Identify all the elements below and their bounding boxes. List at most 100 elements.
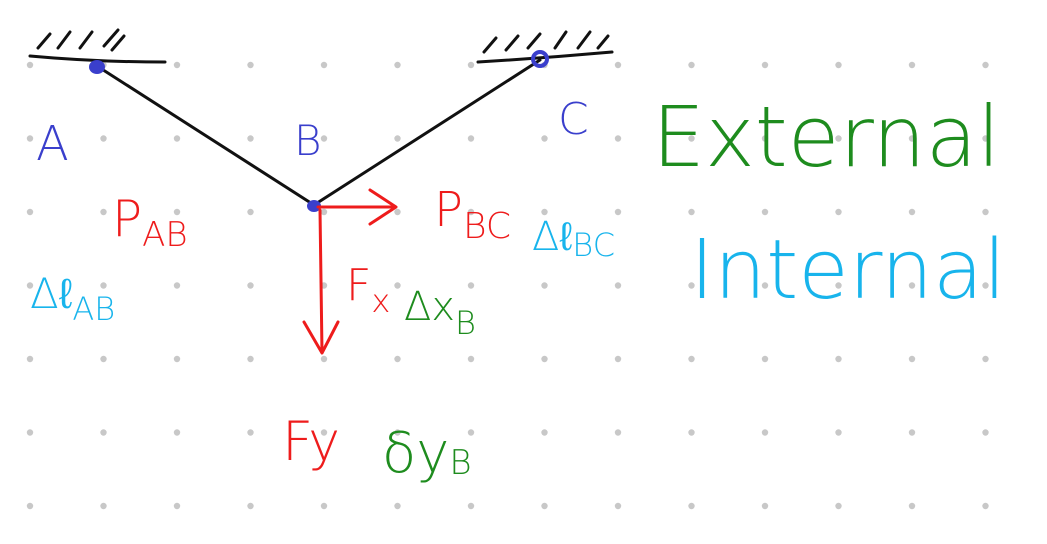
elongation-bc-subscript: BC (572, 226, 615, 264)
grid-dot (614, 502, 622, 510)
support-a (28, 28, 167, 64)
force-p-ab-symbol: P (112, 190, 142, 248)
force-p-ab-subscript: AB (142, 215, 188, 255)
load-fx-label: Fx (346, 260, 390, 320)
grid-dot (320, 208, 328, 216)
grid-dot (467, 135, 475, 142)
grid-dot (614, 282, 622, 289)
grid-dot (26, 355, 34, 363)
force-p-bc-subscript: BC (463, 206, 511, 247)
node-label-b: B (294, 116, 322, 165)
bar-bc (312, 58, 542, 207)
load-fx-symbol: F (346, 260, 371, 311)
force-p-ab-label: PAB (112, 190, 188, 255)
grid-dot (173, 61, 181, 69)
grid-dot (688, 208, 695, 216)
force-p-bc-symbol: P (434, 182, 463, 238)
grid-dot (100, 135, 107, 142)
grid-dot (982, 208, 989, 216)
grid-dot (394, 282, 401, 289)
grid-dot (467, 429, 475, 436)
joint-a (89, 60, 105, 74)
grid-dot (835, 429, 842, 436)
grid-dot (173, 429, 181, 436)
grid-dot (173, 135, 181, 142)
grid-dot (835, 502, 842, 510)
grid-dot (247, 502, 254, 510)
grid-dot (908, 429, 916, 436)
grid-dot (982, 135, 989, 142)
grid-dot (761, 61, 769, 69)
grid-dot (541, 208, 548, 216)
grid-dot (688, 282, 695, 289)
grid-dot (394, 135, 401, 142)
grid-dot (320, 429, 328, 436)
grid-dot (908, 355, 916, 363)
legend-external: External (652, 88, 1001, 186)
grid-dot (247, 282, 254, 289)
grid-dot (467, 355, 475, 363)
grid-dot (835, 208, 842, 216)
grid-dot (761, 208, 769, 216)
grid-dot (541, 429, 548, 436)
grid-dot (467, 502, 475, 510)
arrow-fy (302, 208, 340, 355)
load-fx-subscript: x (371, 282, 390, 320)
grid-dot (688, 502, 695, 510)
grid-dot (394, 502, 401, 510)
grid-dot (247, 429, 254, 436)
grid-dot (908, 502, 916, 510)
grid-dot (394, 61, 401, 69)
elongation-bc-symbol: Δℓ (532, 214, 572, 260)
grid-dot (614, 208, 622, 216)
grid-dot (26, 282, 34, 289)
grid-dot (247, 61, 254, 69)
grid-dot (320, 502, 328, 510)
grid-dot (541, 282, 548, 289)
grid-dot (320, 135, 328, 142)
grid-dot (26, 61, 34, 69)
elongation-ab-subscript: AB (72, 290, 115, 328)
grid-dot (908, 208, 916, 216)
grid-dot (100, 502, 107, 510)
displacement-y-label: δyB (382, 421, 472, 486)
grid-dot (394, 208, 401, 216)
force-p-bc-label: PBC (434, 182, 511, 247)
load-fy-label: Fy (282, 410, 340, 473)
legend-internal: Internal (690, 223, 1006, 318)
grid-dot (982, 502, 989, 510)
displacement-x-label: ΔxB (404, 284, 476, 342)
grid-dot (26, 429, 34, 436)
grid-dot (26, 208, 34, 216)
grid-dot (908, 135, 916, 142)
grid-dot (100, 208, 107, 216)
grid-dot (688, 135, 695, 142)
grid-dot (761, 282, 769, 289)
grid-dot (541, 502, 548, 510)
grid-dot (247, 208, 254, 216)
grid-dot (247, 355, 254, 363)
grid-dot (467, 282, 475, 289)
bar-ab (95, 64, 316, 207)
grid-dot (173, 502, 181, 510)
elongation-bc-label: ΔℓBC (532, 214, 615, 264)
elongation-ab-label: ΔℓAB (30, 269, 115, 328)
arrow-fx (316, 188, 398, 226)
joint-c (531, 50, 549, 68)
grid-dot (614, 135, 622, 142)
grid-dot (247, 135, 254, 142)
displacement-x-symbol: Δx (404, 284, 455, 330)
node-label-a: A (36, 116, 69, 172)
grid-dot (982, 355, 989, 363)
grid-dot (100, 429, 107, 436)
joint-b (307, 200, 321, 212)
grid-dot (835, 282, 842, 289)
grid-dot (173, 282, 181, 289)
grid-dot (26, 135, 34, 142)
grid-dot (614, 61, 622, 69)
grid-dot (761, 502, 769, 510)
grid-dot (394, 429, 401, 436)
grid-dot (394, 355, 401, 363)
grid-dot (761, 429, 769, 436)
